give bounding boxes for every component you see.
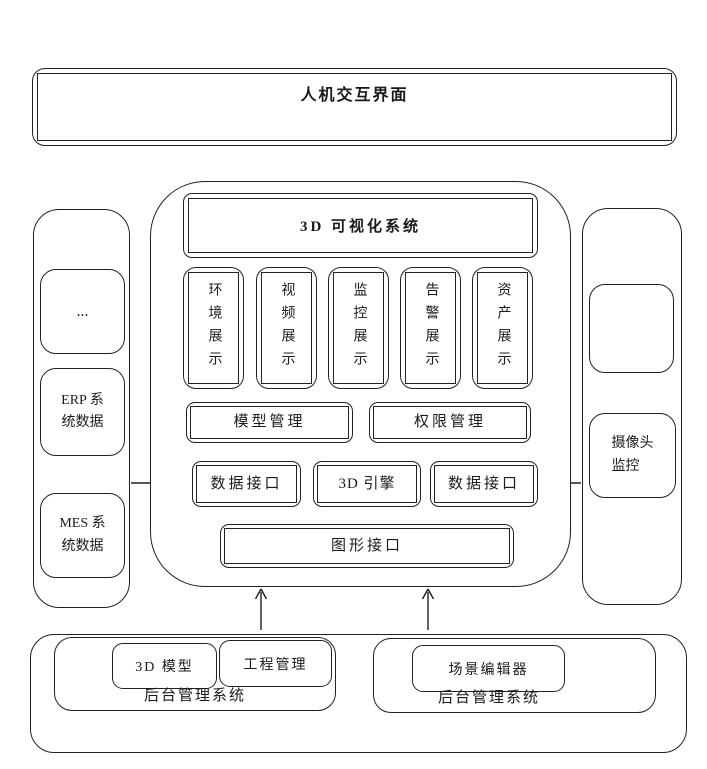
backend-left-label: 后台管理系统 [143, 688, 246, 704]
display-label-video: 视频展示 [279, 282, 295, 374]
visualization-title-box: 3D 可视化系统 [183, 193, 538, 258]
display-box-environment: 环境展示 [183, 267, 244, 389]
display-label-environment: 环境展示 [206, 282, 222, 374]
hmi-title: 人机交互界面 [300, 87, 409, 104]
model-3d-label: 3D 模型 [135, 660, 194, 675]
model-management-box: 模型管理 [186, 402, 353, 443]
backend-outer-container: 3D 模型 工程管理 后台管理系统 场景编辑器 后台管理系统 [30, 634, 687, 753]
erp-data-label: ERP 系 统数据 [61, 392, 104, 430]
model-3d-box: 3D 模型 [112, 643, 217, 689]
other-data-label: ... [76, 302, 89, 320]
display-box-monitoring: 监控展示 [328, 267, 389, 389]
mes-data-box: MES 系 统数据 [40, 493, 125, 578]
display-box-asset: 资产展示 [472, 267, 533, 389]
erp-data-box: ERP 系 统数据 [40, 368, 125, 456]
data-interface-right-box: 数据接口 [430, 461, 538, 507]
data-interface-right-label: 数据接口 [447, 475, 520, 492]
model-management-label: 模型管理 [233, 414, 306, 431]
scene-editor-box: 场景编辑器 [412, 645, 565, 692]
engine-label: 3D 引擎 [338, 475, 396, 492]
mes-data-label: MES 系 统数据 [59, 516, 106, 554]
permission-management-box: 权限管理 [369, 402, 531, 443]
permission-management-label: 权限管理 [413, 414, 486, 431]
other-data-box: ... [40, 269, 125, 354]
hmi-box: 人机交互界面 [32, 68, 677, 146]
backend-left-container: 3D 模型 工程管理 后台管理系统 [54, 637, 336, 711]
data-source-panel: ... ERP 系 统数据 MES 系 统数据 [33, 209, 130, 608]
display-box-video: 视频展示 [256, 267, 317, 389]
backend-right-container: 场景编辑器 后台管理系统 [373, 638, 656, 713]
data-interface-left-label: 数据接口 [210, 475, 283, 492]
visualization-container: 3D 可视化系统 环境展示 视频展示 监控展示 告警展示 资产展示 模型管理 权… [150, 181, 571, 587]
camera-empty-box [589, 284, 674, 373]
project-management-box: 工程管理 [219, 640, 332, 687]
display-label-alarm: 告警展示 [423, 282, 439, 374]
engine-box: 3D 引擎 [313, 461, 421, 507]
scene-editor-label: 场景编辑器 [448, 662, 529, 678]
backend-right-label: 后台管理系统 [437, 690, 540, 706]
display-label-asset: 资产展示 [495, 282, 511, 374]
camera-monitoring-box: 摄像头 监控 [589, 413, 676, 498]
data-interface-left-box: 数据接口 [192, 461, 301, 507]
graphics-interface-label: 图形接口 [330, 537, 403, 554]
graphics-interface-box: 图形接口 [220, 524, 514, 568]
project-management-label: 工程管理 [243, 657, 308, 673]
visualization-title: 3D 可视化系统 [299, 219, 422, 235]
display-box-alarm: 告警展示 [400, 267, 461, 389]
camera-panel: 摄像头 监控 [582, 208, 682, 605]
display-label-monitoring: 监控展示 [351, 282, 367, 374]
camera-monitoring-label: 摄像头 监控 [611, 436, 654, 474]
